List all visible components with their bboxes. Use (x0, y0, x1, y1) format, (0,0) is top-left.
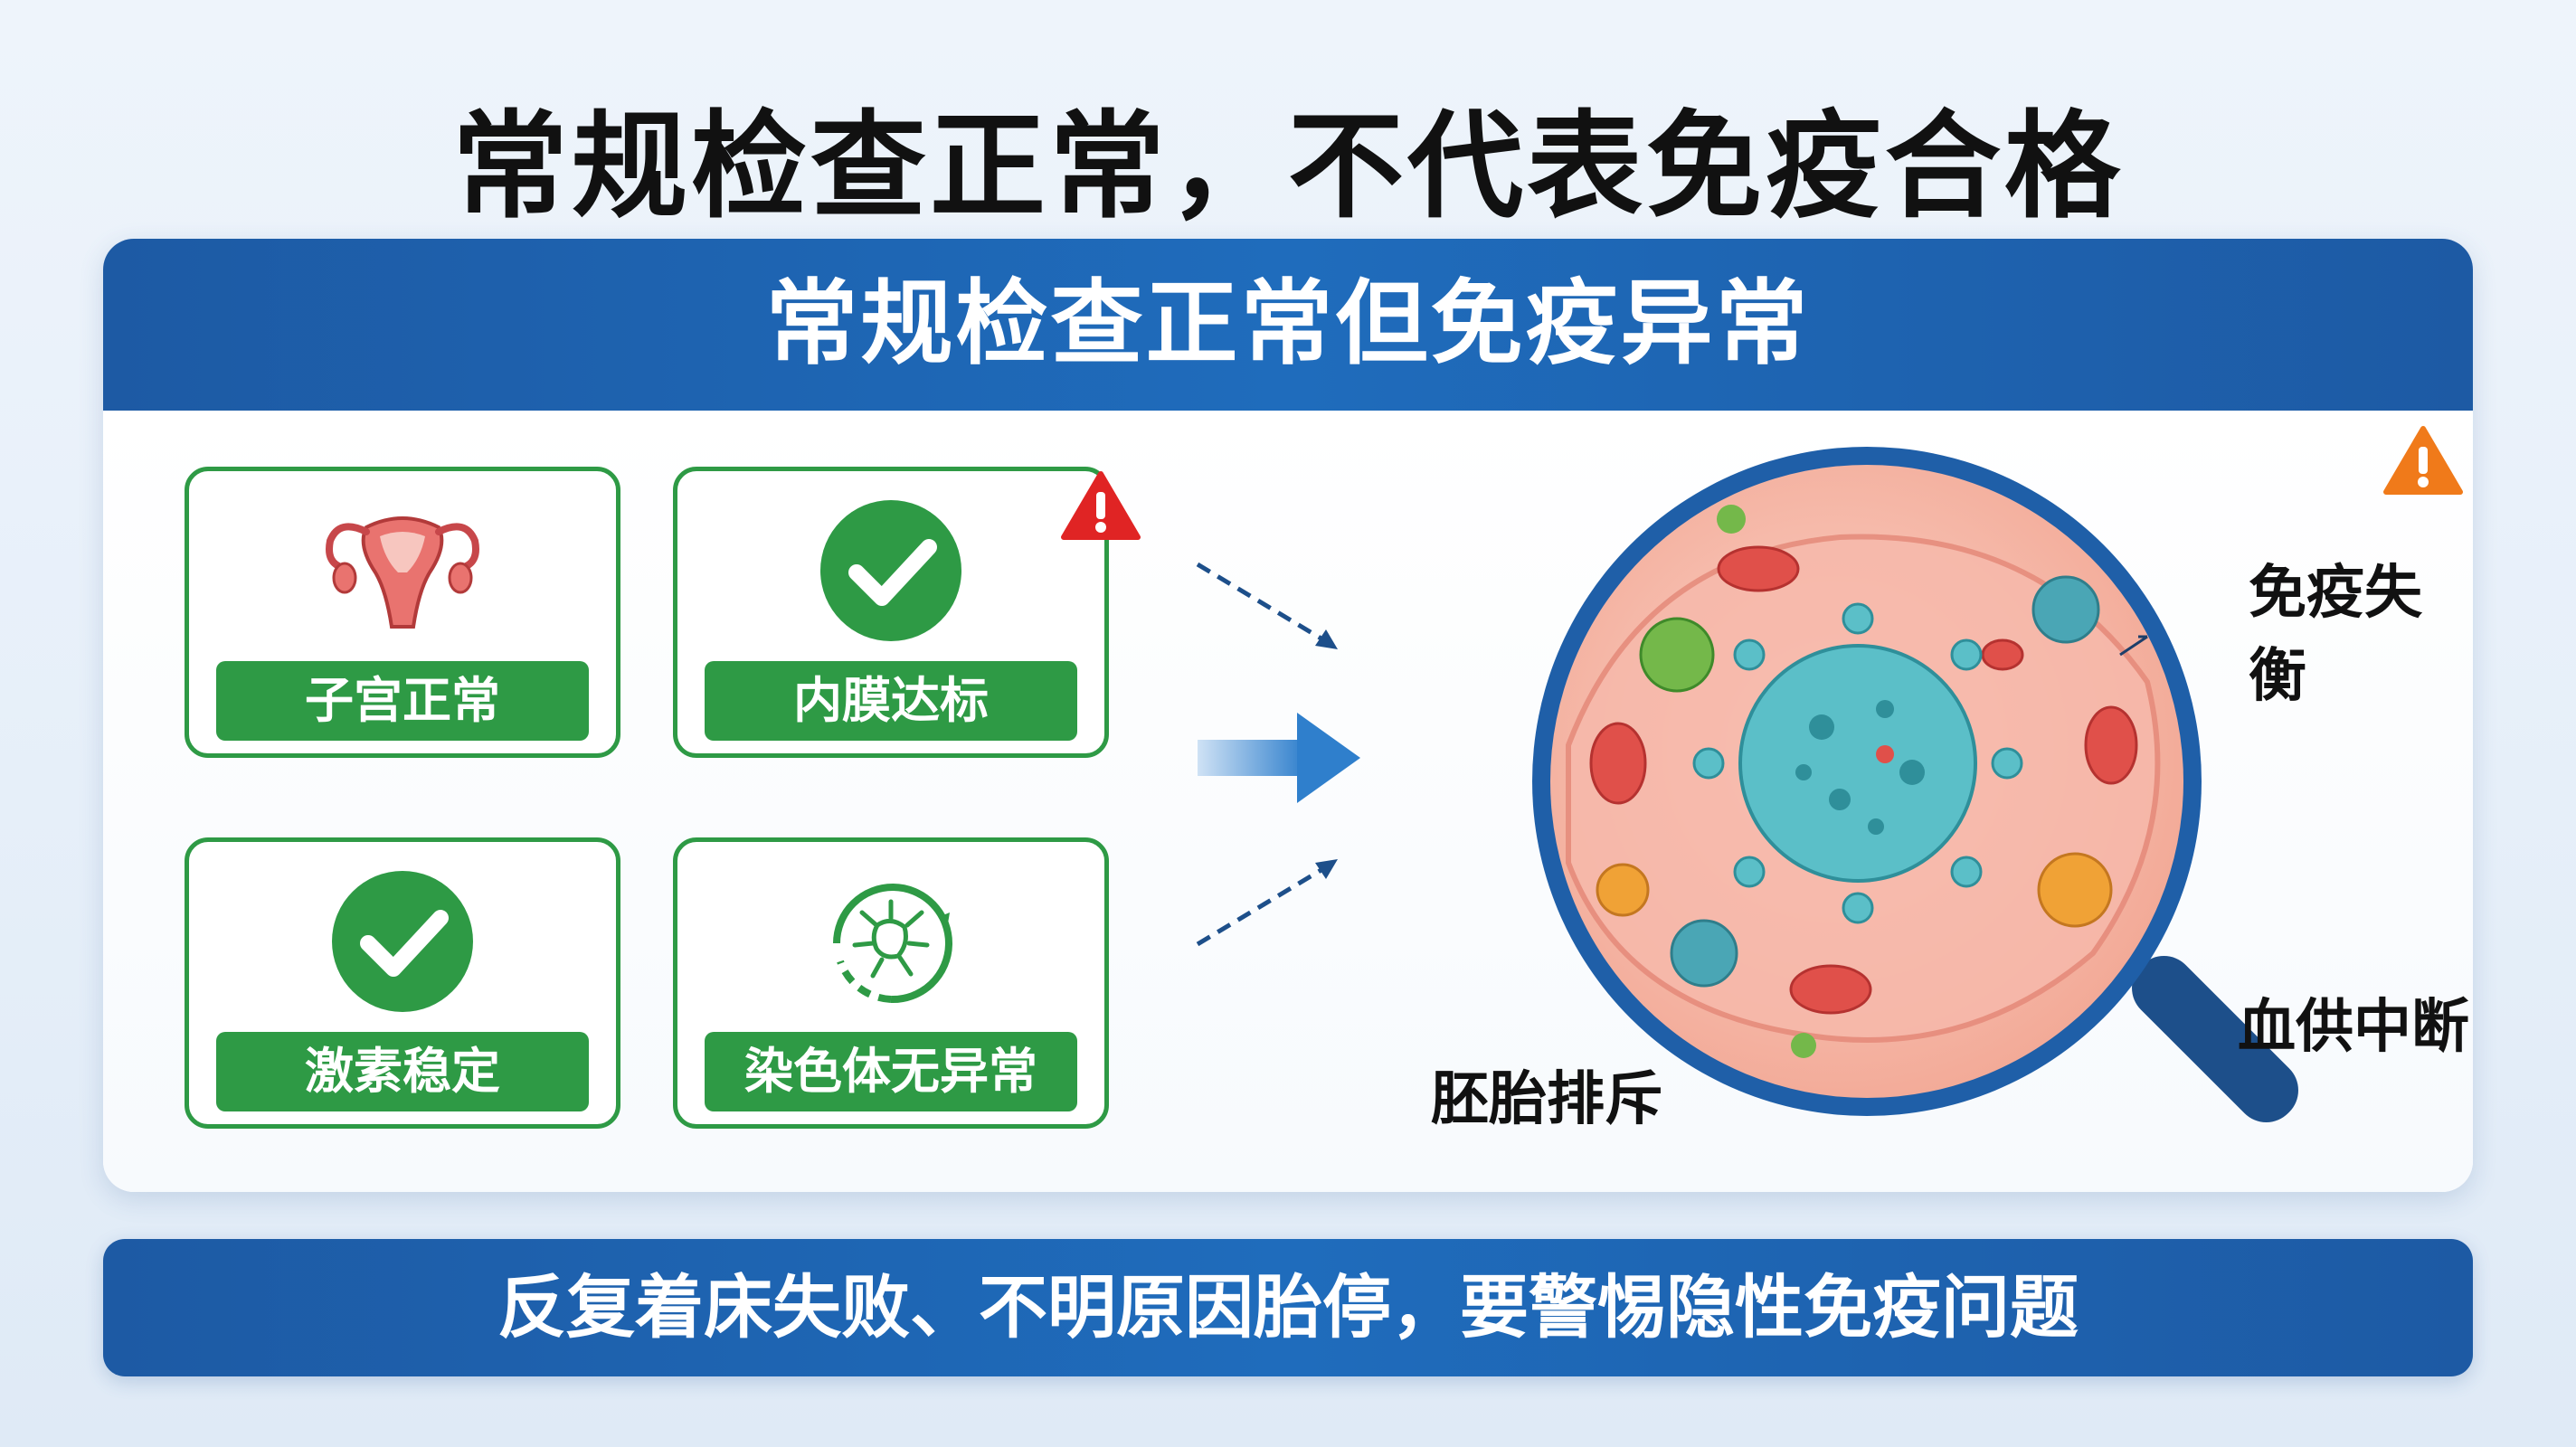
card-label-hormones: 激素稳定 (216, 1032, 589, 1111)
uterus-icon (326, 516, 479, 629)
callout-immune-imbalance: 免疫失衡 (2249, 560, 2422, 710)
callout-blood-supply: 血供中断 (2238, 994, 2469, 1061)
card-endometrium: 内膜达标 (673, 467, 1109, 758)
card-label-chromosome: 染色体无异常 (705, 1032, 1077, 1111)
chromosome-cell-icon (833, 884, 952, 1004)
panel-body: 子宫正常 内膜达标 激素稳定 (103, 411, 2473, 1192)
callout-embryo-rejection: 胚胎排斥 (1431, 1066, 1662, 1133)
panel-header: 常规检查正常但免疫异常 (103, 239, 2473, 411)
card-label-endometrium: 内膜达标 (705, 661, 1077, 741)
card-hormones: 激素稳定 (185, 837, 620, 1129)
flow-arrows (1196, 562, 1360, 947)
card-label-uterus: 子宫正常 (216, 661, 589, 741)
card-uterus: 子宫正常 (185, 467, 620, 758)
card-chromosome: 染色体无异常 (673, 837, 1109, 1129)
magnified-cell-illustration (1532, 447, 2298, 1122)
callout-lines (2119, 635, 2148, 657)
check-circle-icon (820, 500, 961, 641)
main-panel: 常规检查正常但免疫异常 子宫正常 内膜达标 (103, 239, 2473, 1192)
page-title: 常规检查正常，不代表免疫合格 (451, 99, 2124, 234)
check-circle-icon (332, 871, 473, 1012)
warning-orange-icon (2383, 426, 2463, 495)
footer-banner: 反复着床失败、不明原因胎停，要警惕隐性免疫问题 (103, 1239, 2473, 1376)
warning-red-icon (1061, 471, 1141, 540)
